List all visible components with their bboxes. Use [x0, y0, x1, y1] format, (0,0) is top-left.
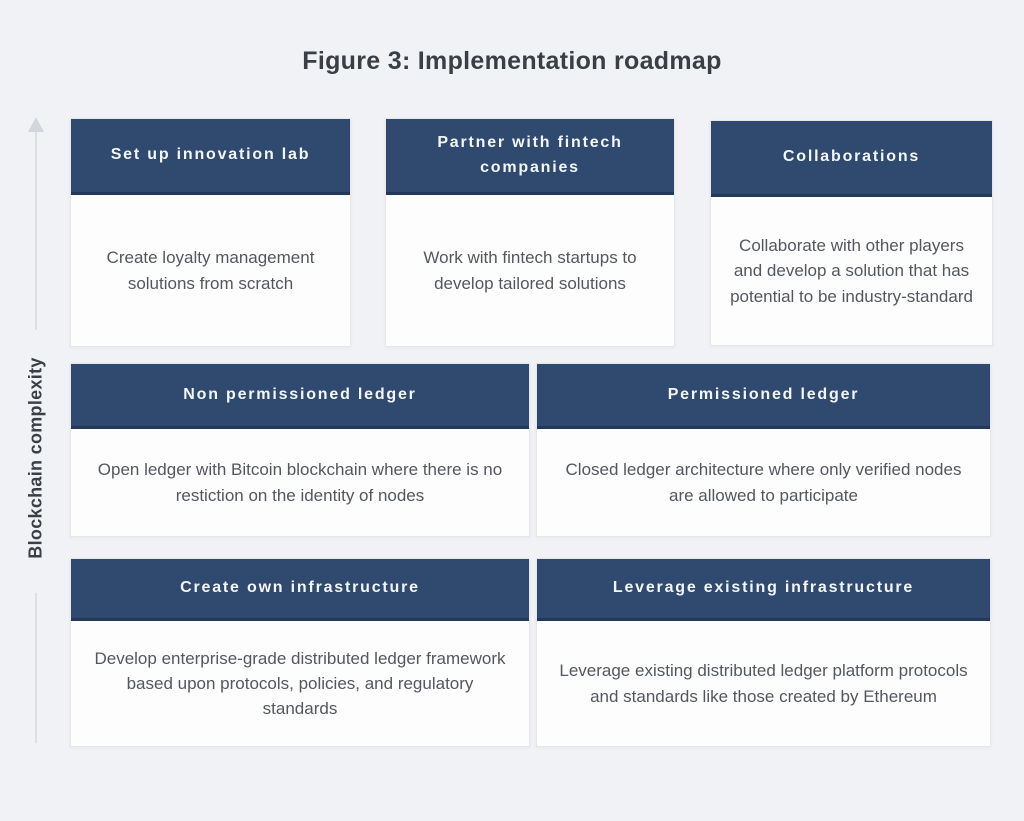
card-leverage-existing-infrastructure: Leverage existing infrastructure Leverag… [536, 558, 991, 747]
card-header: Collaborations [711, 121, 992, 197]
card-text: Work with fintech startups to develop ta… [423, 248, 637, 293]
card-header: Non permissioned ledger [71, 364, 529, 429]
card-create-own-infrastructure: Create own infrastructure Develop enterp… [70, 558, 530, 747]
card-header: Create own infrastructure [71, 559, 529, 621]
card-body: Open ledger with Bitcoin blockchain wher… [71, 429, 529, 536]
card-body: Closed ledger architecture where only ve… [537, 429, 990, 536]
card-text: Closed ledger architecture where only ve… [565, 460, 962, 505]
card-title: Permissioned ledger [667, 385, 860, 403]
card-body: Create loyalty management solutions from… [71, 195, 350, 346]
card-header: Leverage existing infrastructure [537, 559, 990, 621]
card-title: Create own infrastructure [180, 579, 420, 597]
axis-line-lower [35, 593, 37, 743]
card-body: Collaborate with other players and devel… [711, 197, 992, 345]
card-text: Collaborate with other players and devel… [730, 236, 973, 306]
card-title: Set up innovation lab [110, 146, 311, 164]
axis-label: Blockchain complexity [25, 357, 46, 559]
card-text: Develop enterprise-grade distributed led… [94, 648, 506, 719]
card-title: Collaborations [782, 148, 921, 166]
card-text: Leverage existing distributed ledger pla… [559, 661, 968, 706]
axis-line-upper [35, 132, 37, 330]
card-header: Partner with fintech companies [386, 119, 674, 195]
card-permissioned-ledger: Permissioned ledger Closed ledger archit… [536, 363, 991, 537]
card-header: Permissioned ledger [537, 364, 990, 429]
card-title: Non permissioned ledger [183, 385, 417, 403]
axis-arrow-up-icon [28, 117, 44, 132]
card-title: Partner with fintech companies [437, 133, 623, 176]
card-text: Open ledger with Bitcoin blockchain wher… [97, 460, 503, 505]
card-non-permissioned-ledger: Non permissioned ledger Open ledger with… [70, 363, 530, 537]
card-header: Set up innovation lab [71, 119, 350, 195]
card-title: Leverage existing infrastructure [612, 579, 915, 597]
figure-title: Figure 3: Implementation roadmap [302, 47, 722, 75]
card-body: Develop enterprise-grade distributed led… [71, 621, 529, 746]
card-set-up-innovation-lab: Set up innovation lab Create loyalty man… [70, 118, 351, 347]
card-partner-with-fintech-companies: Partner with fintech companies Work with… [385, 118, 675, 347]
card-text: Create loyalty management solutions from… [106, 248, 315, 293]
card-body: Work with fintech startups to develop ta… [386, 195, 674, 346]
card-collaborations: Collaborations Collaborate with other pl… [710, 120, 993, 346]
card-body: Leverage existing distributed ledger pla… [537, 621, 990, 746]
